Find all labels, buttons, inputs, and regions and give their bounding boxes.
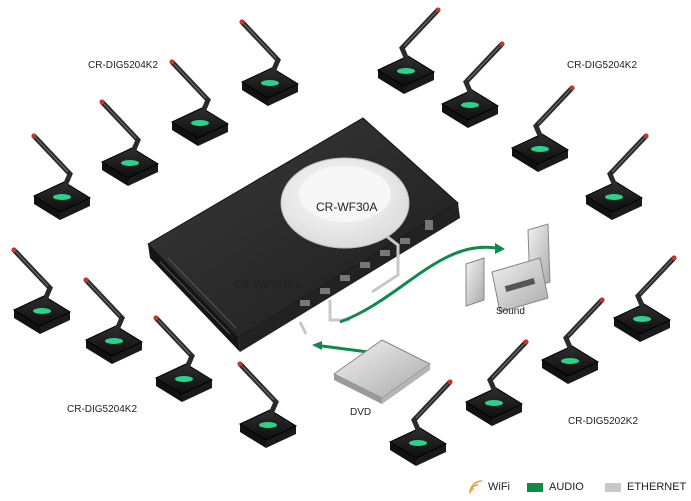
conference-unit (440, 41, 505, 128)
legend-audio: AUDIO (527, 481, 584, 493)
conference-unit (153, 315, 214, 402)
conference-unit (464, 339, 529, 426)
access-point-label: CR-WF30A (316, 200, 378, 214)
ethernet-swatch (605, 482, 621, 492)
conference-unit (239, 19, 300, 106)
conference-unit (99, 99, 160, 186)
group-label-bottom-left: CR-DIG5204K2 (67, 404, 138, 415)
access-point-device (280, 157, 410, 249)
conference-unit (388, 379, 453, 466)
conference-unit (584, 133, 649, 220)
conference-unit (31, 133, 92, 220)
legend-wifi: WiFi (488, 481, 510, 493)
conference-unit (237, 361, 298, 448)
conference-unit (169, 59, 230, 146)
conference-unit (376, 7, 441, 94)
conference-unit (83, 277, 144, 364)
switch-label: CR-WiFi6301 (234, 279, 301, 291)
legend-audio-label: AUDIO (549, 481, 584, 493)
conference-unit (11, 247, 72, 334)
sound-device (465, 223, 551, 313)
group-label-bottom-right: CR-DIG5202K2 (568, 416, 639, 427)
conference-unit (540, 297, 605, 384)
audio-swatch (527, 482, 543, 492)
legend-ethernet: ETHERNET (605, 481, 686, 493)
group-label-top-left: CR-DIG5204K2 (88, 60, 159, 71)
conference-unit (612, 255, 677, 342)
audio-cables (312, 243, 505, 354)
conference-unit (510, 85, 575, 172)
sound-label: Sound (496, 306, 525, 317)
group-label-top-right: CR-DIG5204K2 (567, 60, 638, 71)
dvd-label: DVD (350, 407, 372, 418)
conference-units (11, 7, 677, 466)
legend-ethernet-label: ETHERNET (627, 481, 687, 493)
dvd-device (333, 339, 431, 404)
wifi-legend-icon (469, 480, 483, 494)
legend-wifi-label: WiFi (488, 481, 510, 493)
